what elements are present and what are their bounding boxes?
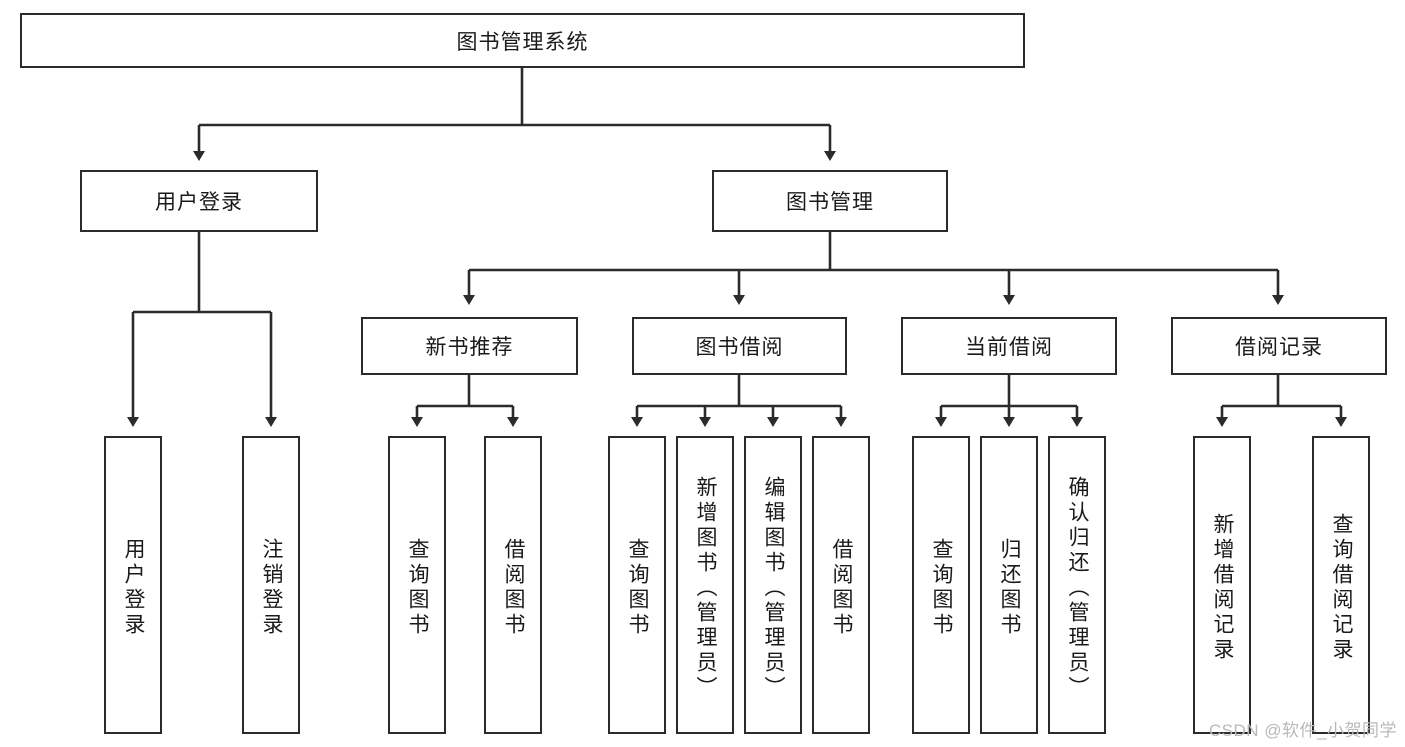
node-label: 确认归还（管理员） <box>1066 475 1090 701</box>
leaf-borrow-borrow-book[interactable]: 借阅图书 <box>812 436 870 734</box>
node-label: 查询借阅记录 <box>1330 513 1354 663</box>
node-label: 借阅记录 <box>1235 336 1323 359</box>
node-label: 查询图书 <box>406 538 430 638</box>
csdn-watermark: CSDN @软件_小贺同学 <box>1208 721 1397 740</box>
node-book-borrow[interactable]: 图书借阅 <box>632 317 847 375</box>
leaf-current-query-book[interactable]: 查询图书 <box>912 436 970 734</box>
node-label: 新增图书（管理员） <box>694 475 718 701</box>
node-label: 查询图书 <box>930 538 954 638</box>
node-current-borrow[interactable]: 当前借阅 <box>901 317 1117 375</box>
node-user-login[interactable]: 用户登录 <box>80 170 318 232</box>
leaf-record-add-borrow-record[interactable]: 新增借阅记录 <box>1193 436 1251 734</box>
node-label: 归还图书 <box>998 538 1022 638</box>
leaf-user-login-logout[interactable]: 注销登录 <box>242 436 300 734</box>
node-label: 注销登录 <box>260 538 284 638</box>
node-new-book-recommend[interactable]: 新书推荐 <box>361 317 578 375</box>
node-label: 借阅图书 <box>502 538 526 638</box>
leaf-borrow-query-book[interactable]: 查询图书 <box>608 436 666 734</box>
node-label: 查询图书 <box>626 538 650 638</box>
leaf-borrow-edit-book-admin[interactable]: 编辑图书（管理员） <box>744 436 802 734</box>
node-label: 图书管理 <box>786 191 874 214</box>
node-book-management[interactable]: 图书管理 <box>712 170 948 232</box>
node-label: 图书管理系统 <box>456 30 589 54</box>
leaf-current-confirm-return-admin[interactable]: 确认归还（管理员） <box>1048 436 1106 734</box>
node-label: 编辑图书（管理员） <box>762 475 786 701</box>
node-label: 用户登录 <box>155 191 243 214</box>
leaf-borrow-add-book-admin[interactable]: 新增图书（管理员） <box>676 436 734 734</box>
leaf-recommend-query-book[interactable]: 查询图书 <box>388 436 446 734</box>
node-label: 用户登录 <box>122 538 146 638</box>
leaf-user-login-login[interactable]: 用户登录 <box>104 436 162 734</box>
node-label: 借阅图书 <box>830 538 854 638</box>
leaf-recommend-borrow-book[interactable]: 借阅图书 <box>484 436 542 734</box>
node-borrow-record[interactable]: 借阅记录 <box>1171 317 1387 375</box>
node-label: 图书借阅 <box>695 336 784 359</box>
node-label: 新增借阅记录 <box>1211 513 1235 663</box>
node-root-book-management-system[interactable]: 图书管理系统 <box>20 13 1025 68</box>
node-label: 当前借阅 <box>965 336 1053 359</box>
leaf-current-return-book[interactable]: 归还图书 <box>980 436 1038 734</box>
leaf-record-query-borrow-record[interactable]: 查询借阅记录 <box>1312 436 1370 734</box>
node-label: 新书推荐 <box>425 336 514 359</box>
